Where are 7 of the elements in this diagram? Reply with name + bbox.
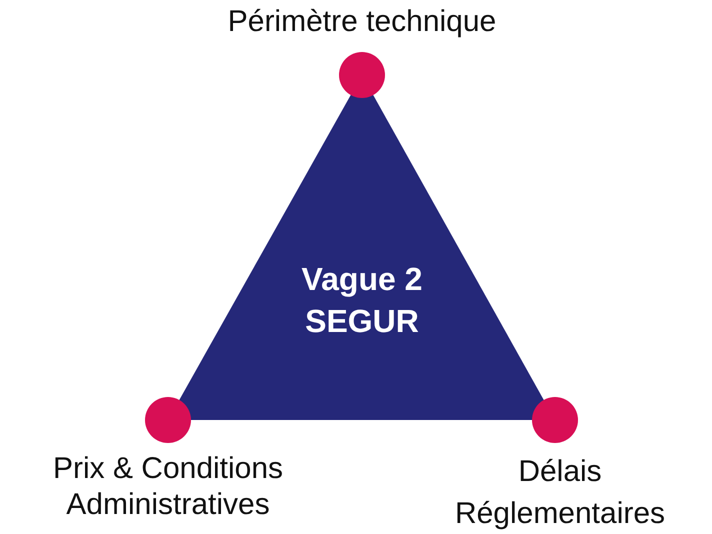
vertex-label: Délais Réglementaires — [454, 454, 666, 532]
circle-marker — [339, 52, 385, 98]
vertex-label: Périmètre technique — [226, 4, 498, 40]
vertex-label: Prix & Conditions Administratives — [52, 451, 284, 523]
circle-marker — [145, 397, 191, 443]
circle-marker — [532, 397, 578, 443]
triangle-label: Vague 2 SEGUR — [300, 260, 424, 341]
